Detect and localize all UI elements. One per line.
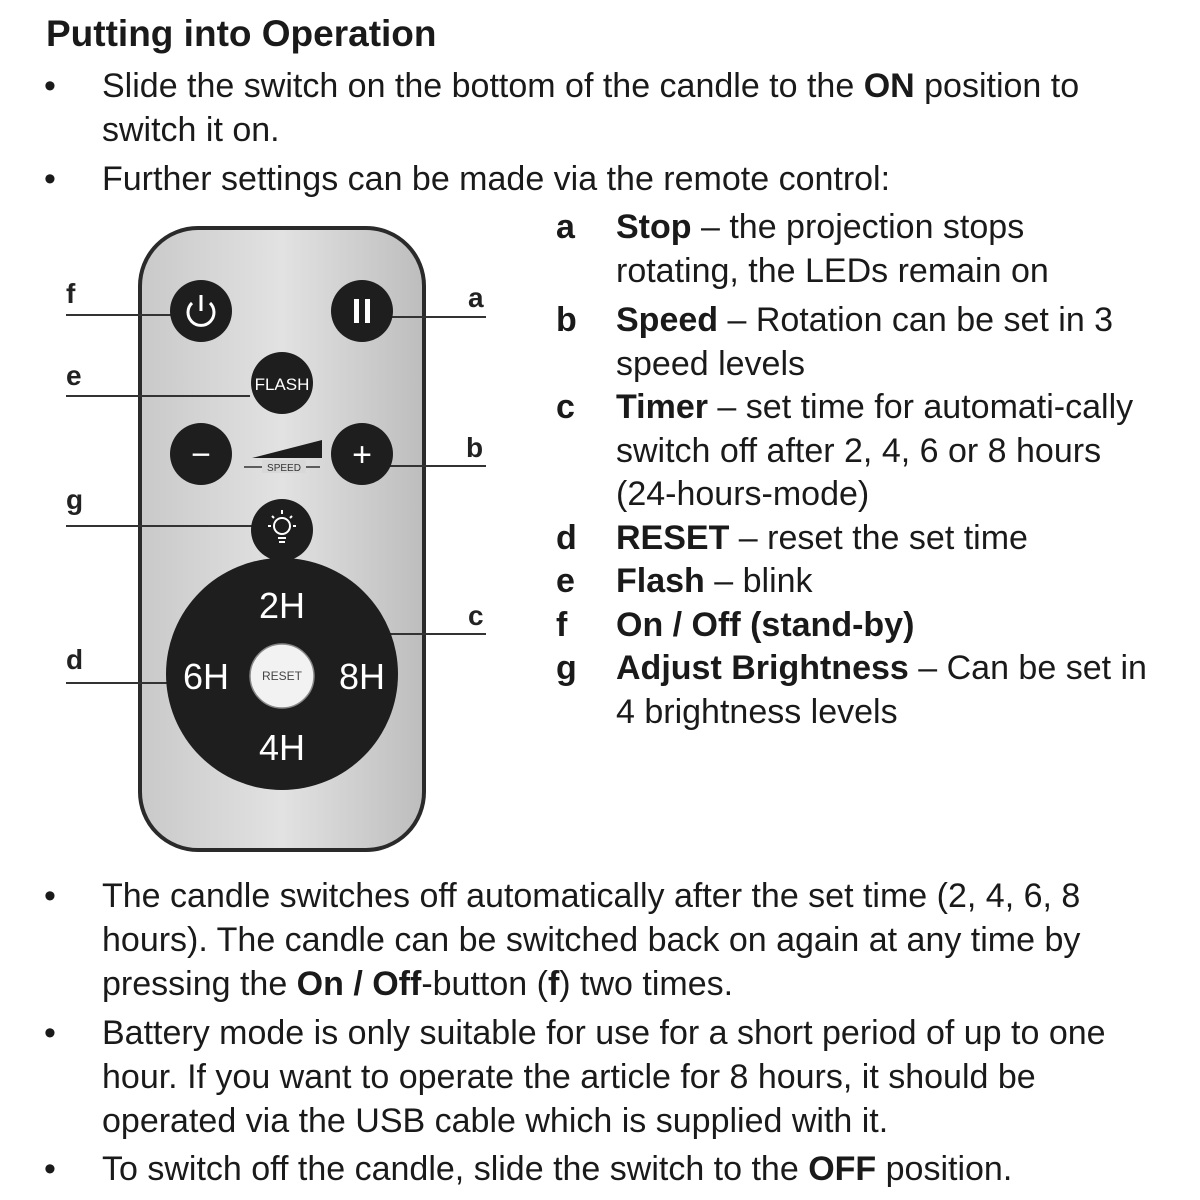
callout-label-b: b	[466, 432, 484, 463]
speed-plus-button: +	[331, 423, 393, 485]
legend-item: c Timer – set time for automati-cally sw…	[556, 386, 1156, 517]
legend-desc: On / Off (stand-by)	[616, 605, 915, 644]
svg-text:−: −	[191, 436, 211, 474]
bullet-dot: •	[44, 877, 56, 915]
bullet-text: Slide the switch on the bottom of the ca…	[102, 67, 1080, 149]
svg-text:RESET: RESET	[262, 669, 303, 683]
legend-desc: Timer – set time for automati-cally swit…	[616, 388, 1134, 513]
remote-control-figure: FLASH − + SPEED	[0, 190, 540, 860]
callout-label-f: f	[66, 278, 76, 309]
pause-icon	[354, 299, 370, 323]
callout-label-g: g	[66, 484, 84, 515]
legend-item: a Stop – the projection stops rotating, …	[556, 206, 1156, 293]
speed-minus-button: −	[170, 423, 232, 485]
legend-desc: Speed – Rotation can be set in 3 speed l…	[616, 301, 1114, 383]
legend-item: f On / Off (stand-by)	[556, 604, 1156, 648]
leader-lines	[66, 314, 486, 684]
legend-key: c	[556, 388, 575, 426]
timer-pad: 2H 4H 6H 8H RESET	[166, 558, 398, 790]
reset-button: RESET	[249, 643, 315, 709]
svg-text:FLASH: FLASH	[255, 375, 310, 394]
bullet-text: Battery mode is only suitable for use fo…	[102, 1014, 1106, 1140]
power-button	[170, 280, 232, 342]
bullet-dot: •	[44, 160, 56, 198]
brightness-button	[251, 499, 313, 561]
legend-item: g Adjust Brightness – Can be set in 4 br…	[556, 647, 1156, 734]
bullet-dot: •	[44, 67, 56, 105]
legend-desc: Adjust Brightness – Can be set in 4 brig…	[616, 649, 1147, 731]
bullet-text: Further settings can be made via the rem…	[102, 160, 891, 198]
callout-label-e: e	[66, 360, 82, 391]
timer-6h-button: 6H	[183, 656, 229, 697]
legend-key: a	[556, 208, 575, 246]
bullet-text: To switch off the candle, slide the swit…	[102, 1150, 1013, 1188]
legend-item: e Flash – blink	[556, 560, 1156, 604]
timer-8h-button: 8H	[339, 656, 385, 697]
bullet-dot: •	[44, 1014, 56, 1052]
svg-text:+: +	[352, 436, 372, 474]
bullet-dot: •	[44, 1150, 56, 1188]
legend-desc: RESET – reset the set time	[616, 518, 1028, 557]
svg-text:SPEED: SPEED	[267, 463, 301, 474]
legend-key: f	[556, 605, 568, 644]
legend-desc: Stop – the projection stops rotating, th…	[616, 208, 1049, 290]
power-icon	[186, 301, 216, 327]
remote-legend: a Stop – the projection stops rotating, …	[556, 206, 1156, 734]
timer-4h-button: 4H	[259, 727, 305, 768]
legend-item: b Speed – Rotation can be set in 3 speed…	[556, 299, 1156, 386]
bullet-text: The candle switches off automatically af…	[102, 877, 1081, 1003]
legend-key: e	[556, 562, 575, 600]
timer-2h-button: 2H	[259, 585, 305, 626]
remote-control-drawing: FLASH − + SPEED	[66, 226, 486, 852]
callout-label-a: a	[468, 282, 484, 313]
light-bulb-icon	[268, 510, 296, 543]
pause-button	[331, 280, 393, 342]
flash-button: FLASH	[251, 352, 313, 414]
legend-item: d RESET – reset the set time	[556, 517, 1156, 561]
callout-label-c: c	[468, 600, 484, 631]
speed-indicator: SPEED	[244, 440, 322, 474]
legend-key: d	[556, 518, 577, 557]
callout-label-d: d	[66, 644, 84, 675]
page-title: Putting into Operation	[46, 13, 437, 54]
legend-desc: Flash – blink	[616, 562, 813, 600]
legend-key: g	[556, 649, 577, 687]
legend-key: b	[556, 301, 577, 339]
